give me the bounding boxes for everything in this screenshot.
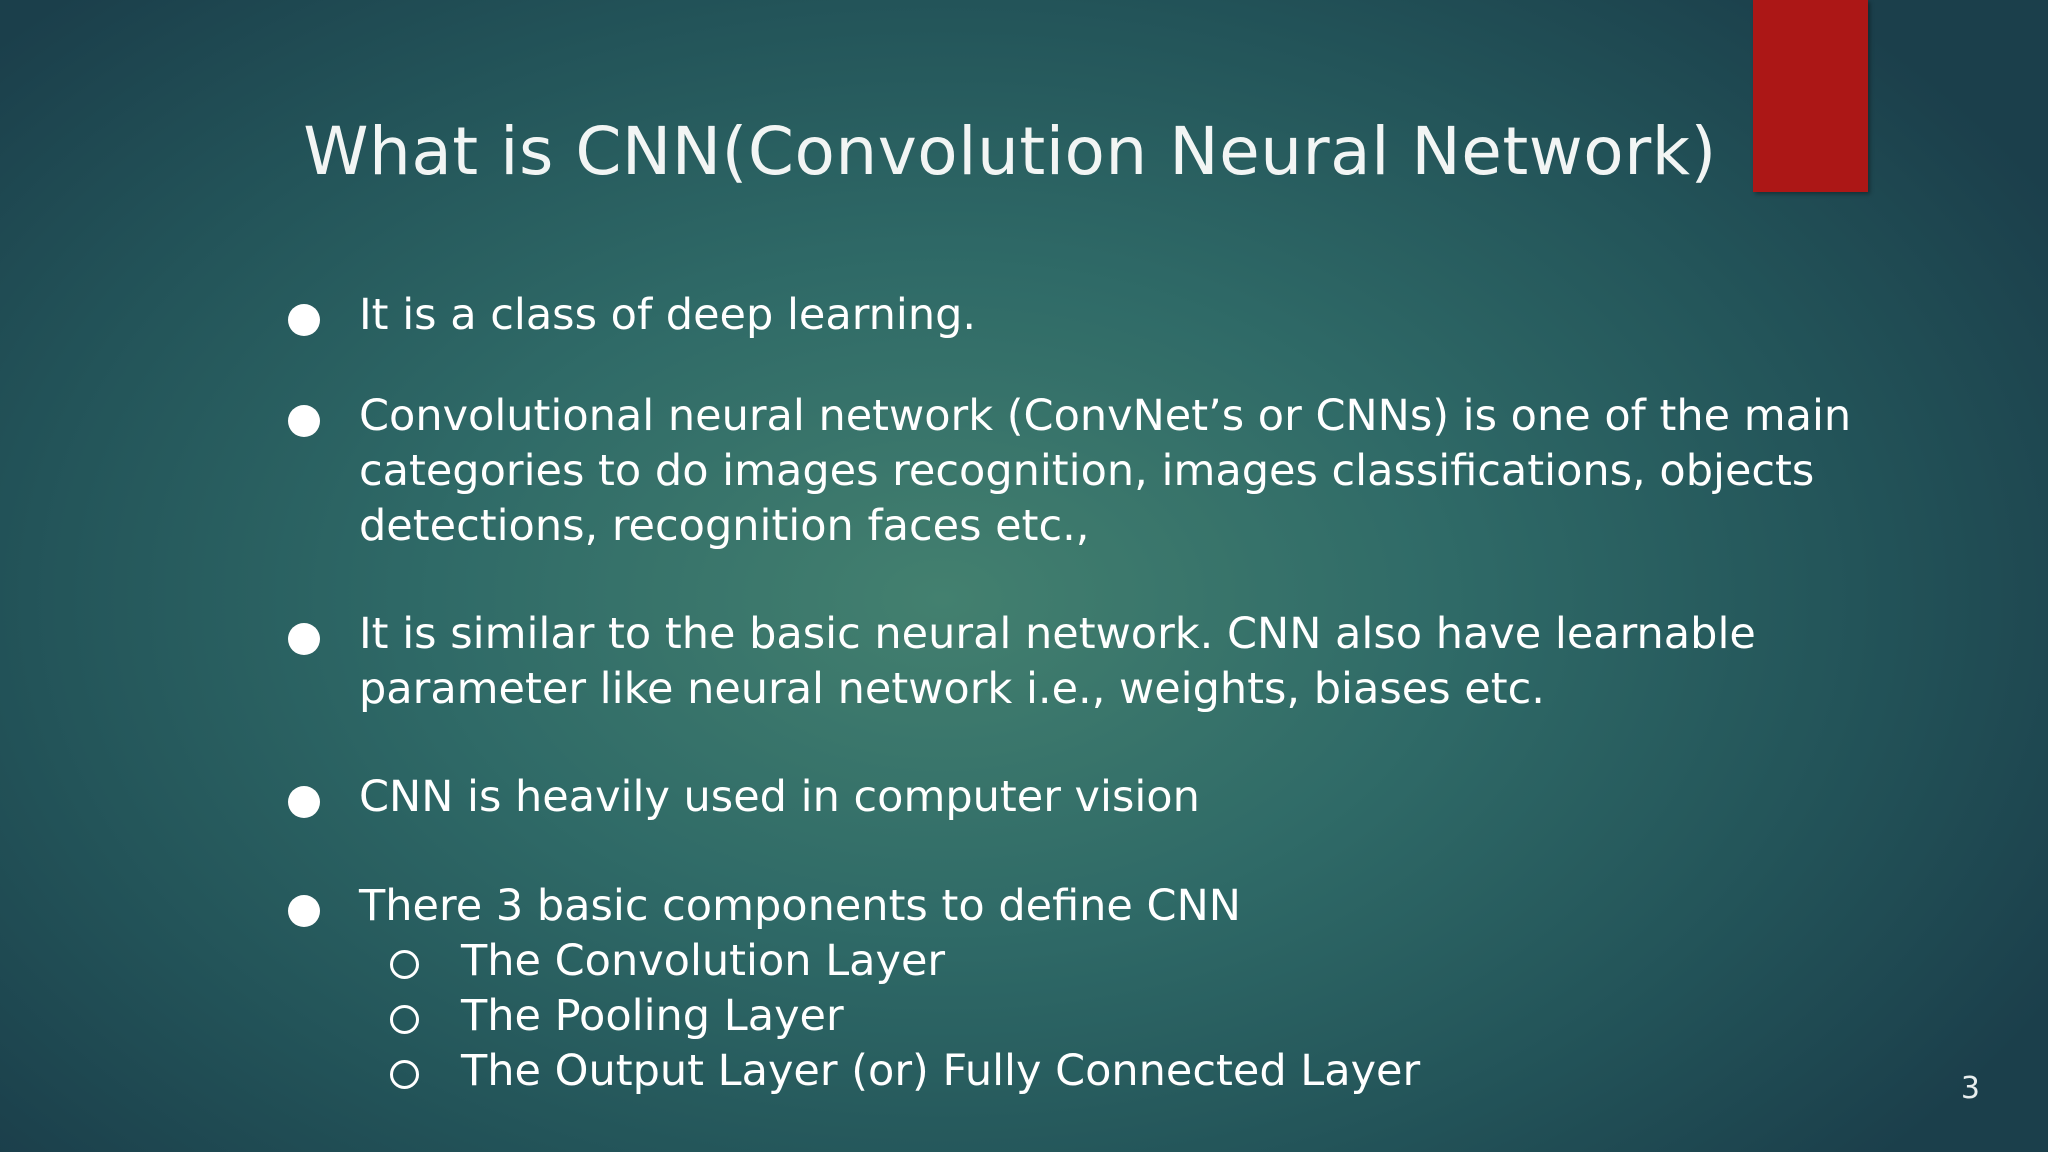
bullet-icon <box>288 304 320 336</box>
bullet-text-2-line-2: categories to do images recognition, ima… <box>359 446 1815 496</box>
bullet-text-5: There 3 basic components to define CNN <box>359 881 1241 931</box>
bullet-text-3-line-1: It is similar to the basic neural networ… <box>359 609 1756 659</box>
page-number: 3 <box>1960 1071 1980 1106</box>
sub-item-1: The Convolution Layer <box>461 936 946 986</box>
accent-bar <box>1753 0 1868 192</box>
sub-bullet-icon <box>390 1005 419 1034</box>
sub-item-2: The Pooling Layer <box>461 991 844 1041</box>
bullet-text-2-line-1: Convolutional neural network (ConvNet’s … <box>359 391 1852 441</box>
bullet-icon <box>288 786 320 818</box>
sub-bullet-icon <box>390 950 419 979</box>
bullet-text-1: It is a class of deep learning. <box>359 290 977 340</box>
sub-item-3: The Output Layer (or) Fully Connected La… <box>461 1046 1421 1096</box>
slide-title: What is CNN(Convolution Neural Network) <box>303 113 1717 190</box>
bullet-text-4: CNN is heavily used in computer vision <box>359 772 1200 822</box>
bullet-icon <box>288 895 320 927</box>
bullet-icon <box>288 623 320 655</box>
sub-bullet-icon <box>390 1060 419 1089</box>
bullet-text-3-line-2: parameter like neural network i.e., weig… <box>359 664 1545 714</box>
bullet-icon <box>288 405 320 437</box>
bullet-text-2-line-3: detections, recognition faces etc., <box>359 501 1090 551</box>
